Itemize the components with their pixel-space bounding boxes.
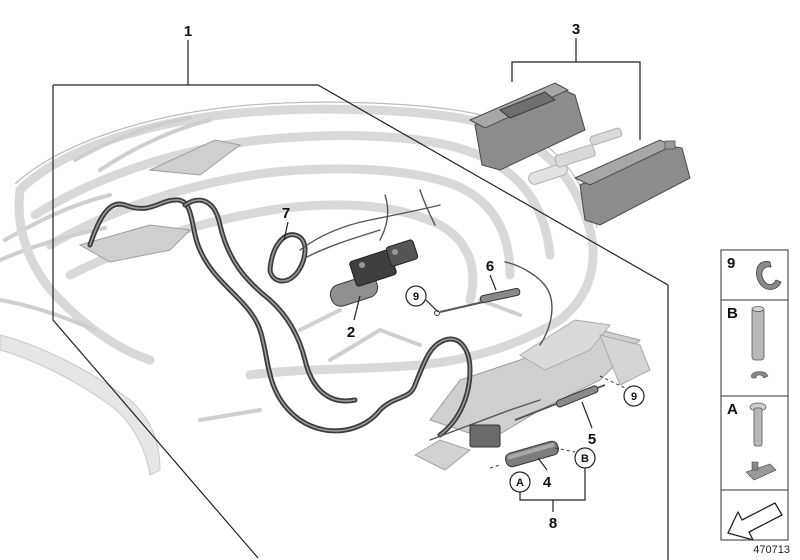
callout-2: 2 <box>347 324 355 341</box>
callout-B-circle <box>574 447 596 469</box>
pin-b-icon <box>751 306 769 379</box>
legend-label-A: A <box>727 401 738 418</box>
callout-A-circle <box>509 471 531 493</box>
leader-7 <box>283 221 289 241</box>
callout-B: B <box>581 453 589 465</box>
fastener-legend: 9 B A <box>720 249 789 541</box>
leader-6 <box>489 274 497 291</box>
hydraulic-hose-harness <box>87 189 553 441</box>
callout-7: 7 <box>282 205 290 222</box>
cover-kit-3 <box>468 82 691 226</box>
callout-3: 3 <box>572 21 580 38</box>
callout-9b-circle <box>623 385 645 407</box>
direction-arrow-icon <box>727 502 783 541</box>
callout-9b: 9 <box>631 391 637 403</box>
gas-strut-5 <box>514 375 626 421</box>
callout-4: 4 <box>543 474 552 491</box>
callout-8: 8 <box>549 515 557 532</box>
callout-6: 6 <box>486 258 494 275</box>
callout-A: A <box>516 477 524 489</box>
callout-5: 5 <box>588 431 596 448</box>
legend-cell-9 <box>720 249 789 301</box>
gas-strut-6 <box>434 287 521 316</box>
callout-1: 1 <box>184 23 192 40</box>
leader-2 <box>353 295 361 321</box>
legend-label-B: B <box>727 305 738 322</box>
hydraulic-cylinder-4 <box>469 424 576 469</box>
pin-a-icon <box>745 402 777 481</box>
hydraulic-pump-unit <box>329 239 419 307</box>
group-1-boundary <box>52 84 669 560</box>
clip-ring-icon <box>756 261 782 290</box>
leader-5 <box>581 401 593 429</box>
figure-number: 470713 <box>753 544 790 556</box>
callout-9a: 9 <box>413 291 419 303</box>
roof-frame-illustration <box>0 101 651 476</box>
callout-9a-circle <box>405 285 427 307</box>
legend-label-9: 9 <box>727 255 735 272</box>
leader-4 <box>537 457 548 471</box>
leader-9a <box>425 299 439 313</box>
